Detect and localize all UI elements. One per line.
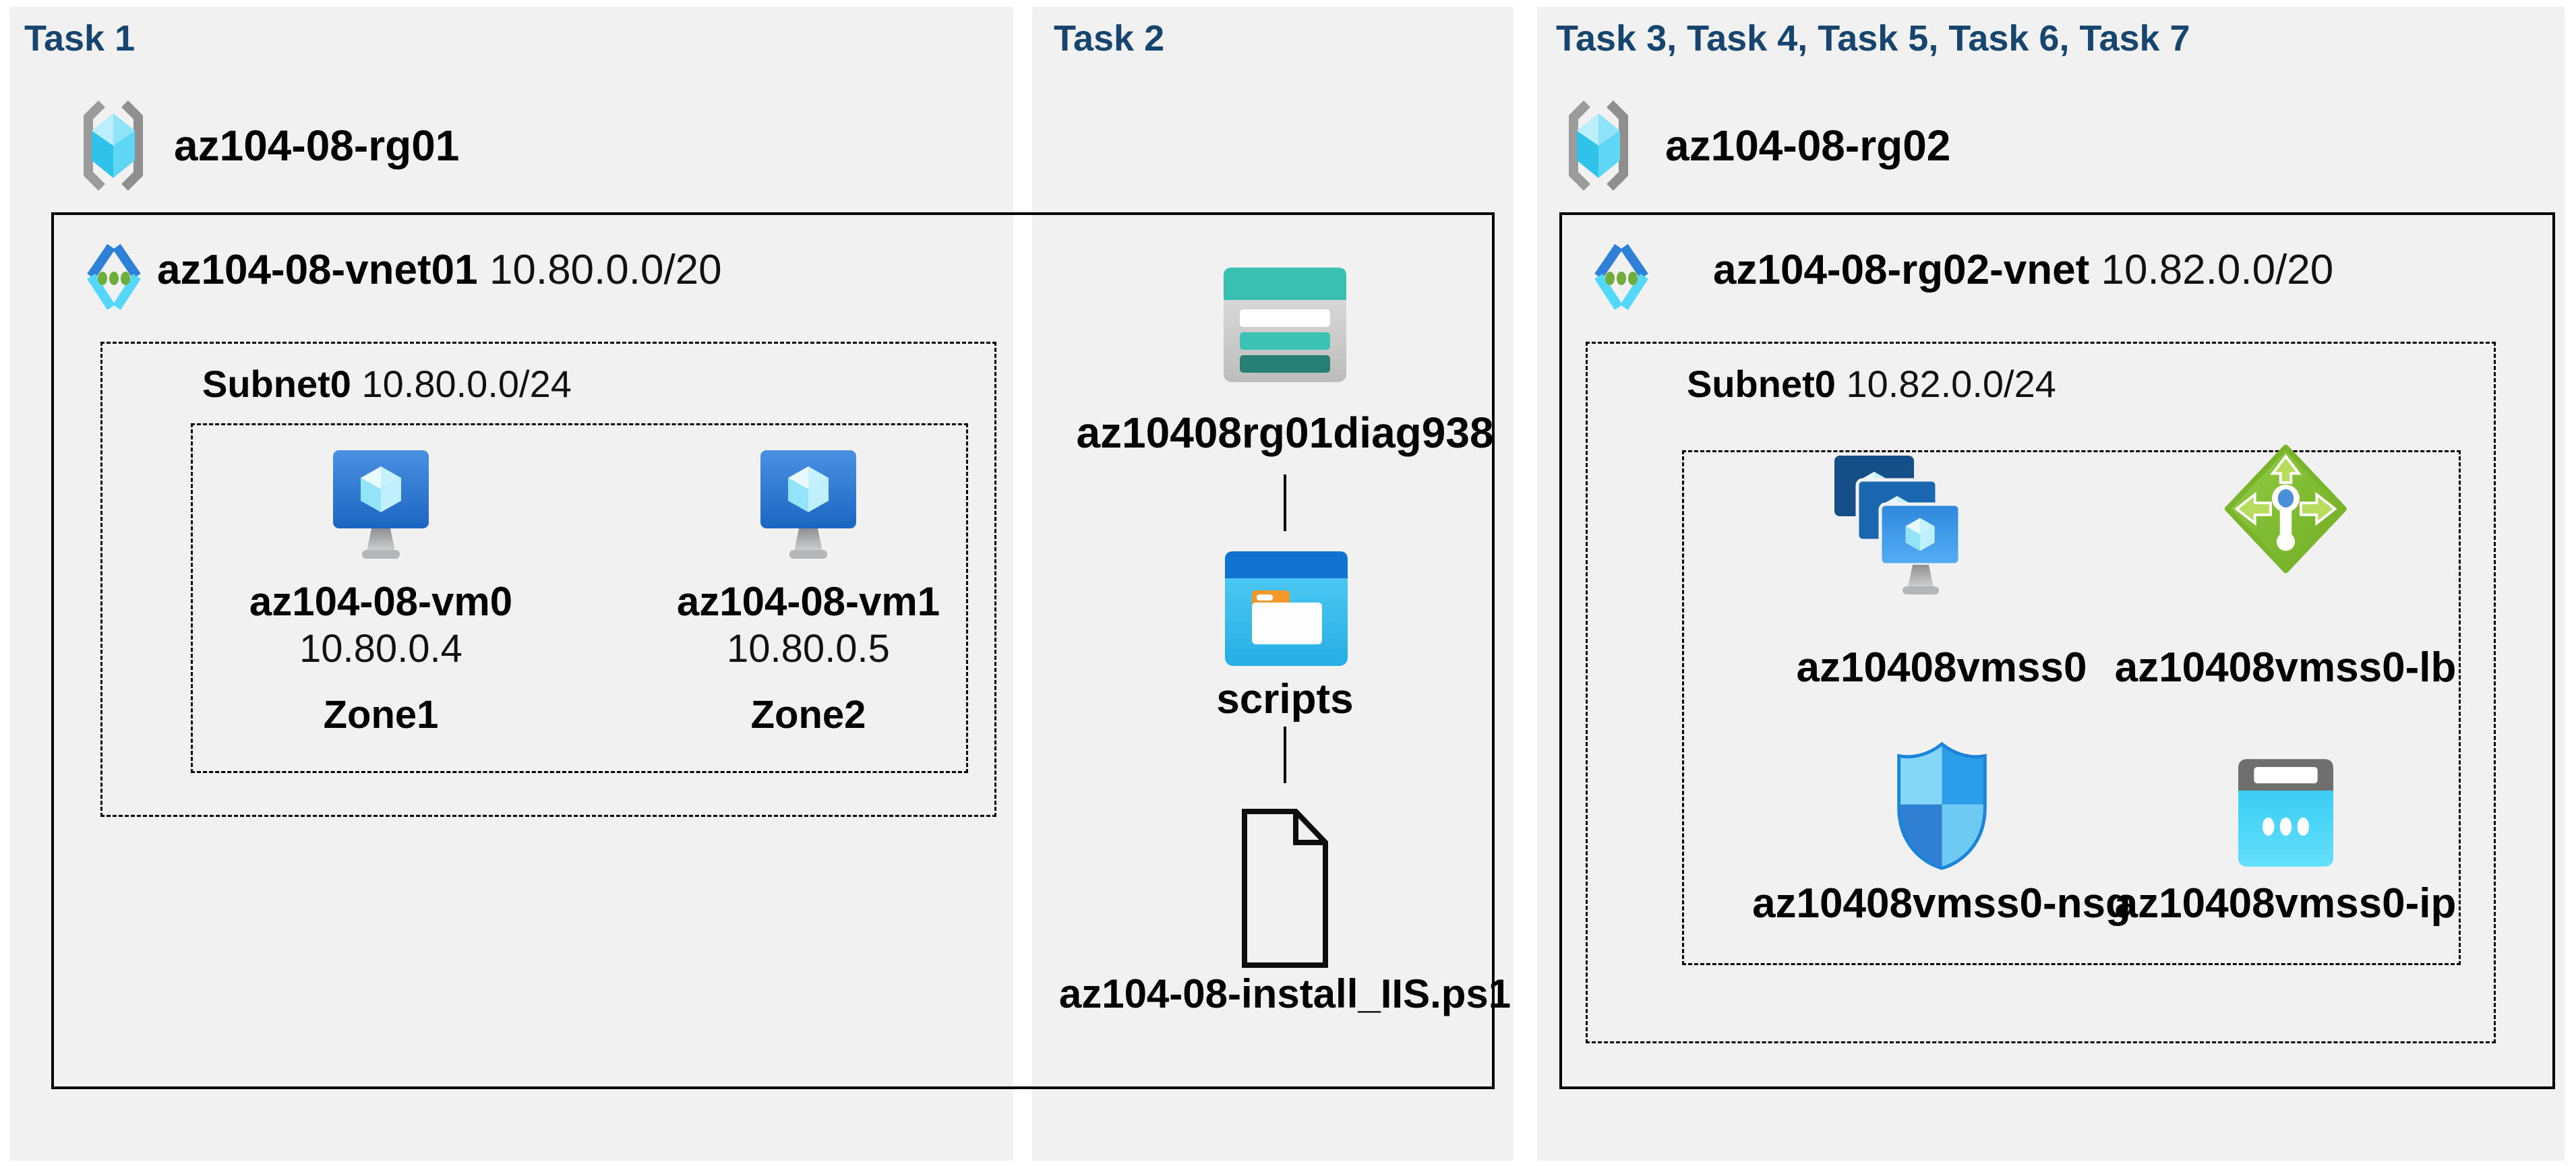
vnet1-box — [51, 212, 1495, 1089]
panel-task1 — [9, 7, 1013, 1161]
subnet2-label: Subnet0 10.82.0.0/24 — [1687, 365, 2056, 403]
container-name: scripts — [1216, 676, 1354, 723]
vnet2-label: az104-08-rg02-vnet 10.82.0.0/20 — [1713, 249, 2333, 291]
zone-group-box — [191, 423, 968, 773]
resource-group-icon — [84, 100, 143, 191]
vnet2-box — [1559, 212, 2555, 1089]
vnet1-cidr: 10.80.0.0/20 — [489, 247, 722, 293]
network-security-group-icon — [1897, 741, 1987, 870]
vm0-name: az104-08-vm0 — [249, 579, 513, 624]
file-name: az104-08-install_IIS.ps1 — [1058, 971, 1511, 1016]
vm1-name: az104-08-vm1 — [676, 579, 940, 624]
subnet1-name: Subnet0 — [202, 363, 351, 405]
task3-title: Task 3, Task 4, Task 5, Task 6, Task 7 — [1556, 18, 2190, 59]
subnet1-cidr: 10.80.0.0/24 — [361, 363, 572, 405]
resource-group2-name: az104-08-rg02 — [1665, 121, 1951, 170]
subnet1-label: Subnet0 10.80.0.0/24 — [202, 365, 572, 403]
vm1-zone: Zone2 — [750, 693, 866, 737]
vnet2-cidr: 10.82.0.0/20 — [2101, 247, 2334, 293]
vnet2-name: az104-08-rg02-vnet — [1713, 247, 2090, 293]
load-balancer-name: az10408vmss0-lb — [2114, 644, 2457, 691]
resource-group-icon — [1569, 100, 1628, 191]
load-balancer-icon — [2224, 444, 2347, 574]
subnet2-box — [1586, 342, 2496, 1043]
vm-scale-set-icon — [1834, 456, 1962, 594]
storage-account-name: az10408rg01diag938 — [1076, 408, 1494, 457]
connector-storage-to-container — [1284, 474, 1286, 531]
vmss-name: az10408vmss0 — [1796, 644, 2087, 691]
storage-account-icon — [1224, 268, 1346, 382]
virtual-machine-icon — [333, 450, 429, 559]
virtual-network-icon — [87, 244, 141, 310]
nsg-name: az10408vmss0-nsg — [1752, 880, 2131, 927]
subnet1-box — [100, 342, 996, 817]
task2-title: Task 2 — [1054, 18, 1165, 59]
blob-container-icon — [1225, 551, 1348, 666]
virtual-network-icon — [1594, 244, 1648, 310]
panel-task3 — [1537, 7, 2565, 1161]
file-document-icon — [1242, 809, 1328, 968]
vm1-ip: 10.80.0.5 — [727, 627, 890, 671]
task1-title: Task 1 — [24, 18, 136, 59]
vnet1-label: az104-08-vnet01 10.80.0.0/20 — [157, 249, 722, 291]
virtual-machine-icon — [760, 450, 856, 559]
subnet2-name: Subnet0 — [1687, 363, 1836, 405]
resource-group-name: az104-08-rg01 — [174, 121, 460, 170]
public-ip-name: az10408vmss0-ip — [2114, 880, 2457, 927]
connector-container-to-file — [1284, 727, 1286, 783]
vm0-zone: Zone1 — [323, 693, 439, 737]
vmss-group-box — [1682, 450, 2461, 965]
vm0-ip: 10.80.0.4 — [299, 627, 462, 671]
vnet1-name: az104-08-vnet01 — [157, 247, 478, 293]
public-ip-icon — [2238, 759, 2333, 867]
subnet2-cidr: 10.82.0.0/24 — [1846, 363, 2056, 405]
